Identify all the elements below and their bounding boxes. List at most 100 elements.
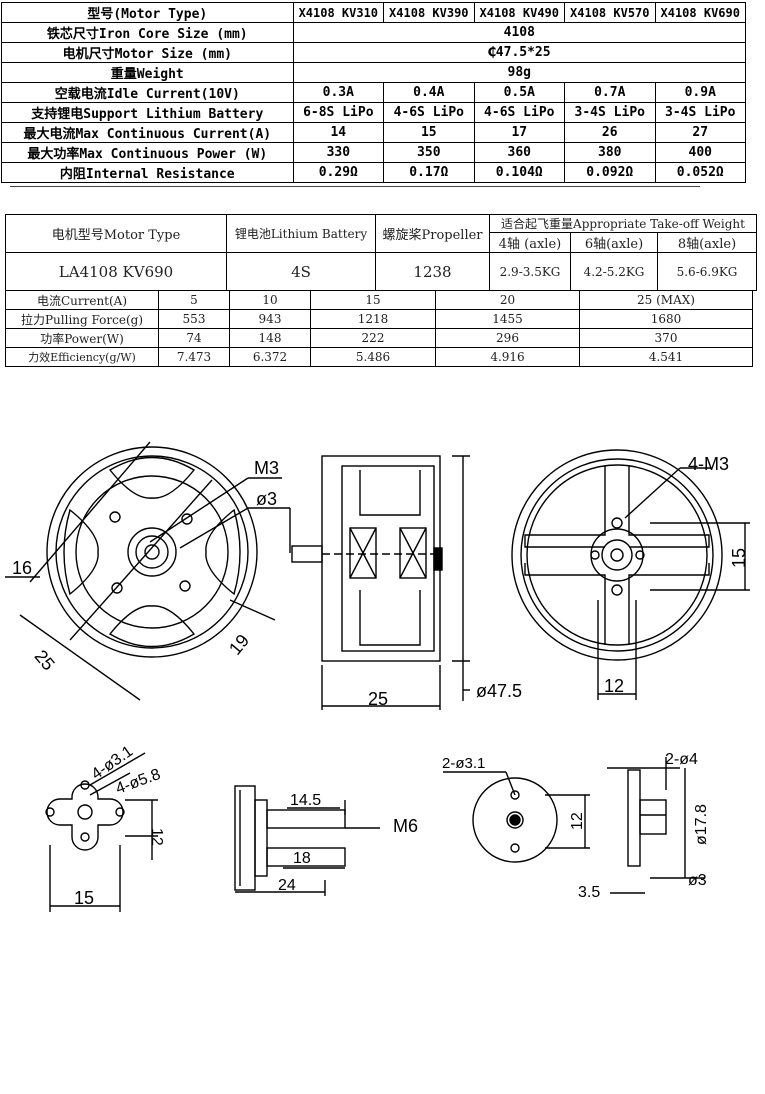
adapter-35-label: 3.5: [578, 884, 600, 901]
cell: 1455: [435, 309, 580, 329]
shaft-24-label: 24: [278, 877, 296, 894]
cell: 5: [158, 290, 230, 310]
front-phi3-label: ø3: [256, 489, 277, 509]
idle-current-value: 0.7A: [564, 82, 656, 103]
resistance-value: 0.29Ω: [292, 162, 385, 183]
cell: 222: [310, 328, 436, 348]
shaft-m6-label: M6: [393, 816, 418, 836]
axle-header: 8轴(axle): [657, 232, 757, 253]
weight-row: 重量Weight 98g: [1, 62, 747, 83]
max-power-label: 最大功率Max Continuous Power (W): [1, 142, 294, 163]
cell: 5.486: [310, 347, 436, 367]
max-current-value: 14: [292, 122, 385, 143]
shaft-145-label: 14.5: [290, 792, 321, 809]
resistance-value: 0.052Ω: [654, 162, 746, 183]
idle-current-value: 0.9A: [654, 82, 746, 103]
front-m3-label: M3: [254, 458, 279, 478]
shaft-adapter-drawing: [234, 785, 380, 896]
side-phi-label: ø47.5: [476, 681, 522, 701]
battery-value: 4-6S LiPo: [383, 102, 475, 123]
resistance-row: 内阻Internal Resistance 0.29Ω 0.17Ω 0.104Ω…: [1, 162, 746, 183]
battery-value: 4S: [226, 252, 376, 291]
iron-core-label: 铁芯尺寸Iron Core Size (mm): [1, 22, 294, 43]
performance-header-table: 电机型号Motor Type 锂电池Lithium Battery 螺旋桨Pro…: [5, 214, 757, 291]
battery-label: 支持锂电Support Lithium Battery: [1, 102, 294, 123]
back-view-drawing: [511, 449, 750, 700]
propeller-value: 1238: [375, 252, 490, 291]
max-power-value: 400: [654, 142, 746, 163]
power-row: 功率Power(W) 74 148 222 296 370: [5, 328, 753, 348]
back-15-label: 15: [729, 548, 749, 568]
idle-current-value: 0.4A: [383, 82, 475, 103]
side-25-label: 25: [368, 689, 388, 709]
perf-header-row: 电机型号Motor Type 锂电池Lithium Battery 螺旋桨Pro…: [5, 214, 757, 253]
takeoff-value: 2.9-3.5KG: [489, 252, 571, 291]
front-19-label: 19: [225, 630, 253, 658]
cell: 6.372: [229, 347, 311, 367]
max-current-value: 15: [383, 122, 475, 143]
axle-header: 4轴 (axle): [489, 232, 571, 253]
spec-header-row: 型号(Motor Type) X4108 KV310 X4108 KV390 X…: [1, 2, 746, 23]
max-power-value: 360: [473, 142, 566, 163]
perf-values-row: LA4108 KV690 4S 1238 2.9-3.5KG 4.2-5.2KG…: [5, 252, 757, 291]
battery-header: 锂电池Lithium Battery: [226, 214, 376, 253]
battery-value: 3-4S LiPo: [564, 102, 656, 123]
motor-size-value: ₵47.5*25: [292, 42, 747, 63]
side-view-drawing: [291, 455, 470, 710]
mount-15-label: 15: [74, 888, 94, 908]
resistance-value: 0.17Ω: [383, 162, 475, 183]
idle-current-value: 0.3A: [292, 82, 385, 103]
back-12-label: 12: [604, 676, 624, 696]
idle-current-row: 空载电流Idle Current(10V) 0.3A 0.4A 0.5A 0.7…: [1, 82, 746, 103]
propeller-header: 螺旋桨Propeller: [375, 214, 490, 253]
pulling-force-row: 拉力Pulling Force(g) 553 943 1218 1455 168…: [5, 309, 753, 329]
cell: 10: [229, 290, 311, 310]
adapter-2phi31-label: 2-ø3.1: [442, 755, 485, 772]
model-name: X4108 KV690: [654, 2, 746, 23]
cell: 15: [310, 290, 436, 310]
cell: 943: [229, 309, 311, 329]
adapter-phi178-label: ø17.8: [693, 804, 710, 845]
resistance-value: 0.092Ω: [564, 162, 656, 183]
max-current-label: 最大电流Max Continuous Current(A): [1, 122, 294, 143]
cell: 25 (MAX): [579, 290, 753, 310]
spec-table: 型号(Motor Type) X4108 KV310 X4108 KV390 X…: [1, 2, 747, 183]
axle-header: 6轴(axle): [570, 232, 658, 253]
front-25-label: 25: [31, 646, 59, 674]
idle-current-value: 0.5A: [473, 82, 566, 103]
model-name: X4108 KV310: [292, 2, 385, 23]
battery-value: 6-8S LiPo: [292, 102, 385, 123]
row-label: 电流Current(A): [5, 290, 159, 310]
cell: 4.916: [435, 347, 580, 367]
max-power-value: 350: [383, 142, 475, 163]
row-label: 功率Power(W): [5, 328, 159, 348]
front-16-label: 16: [12, 558, 32, 578]
motor-size-row: 电机尺寸Motor Size (mm) ₵47.5*25: [1, 42, 747, 63]
weight-label: 重量Weight: [1, 62, 294, 83]
max-power-value: 330: [292, 142, 385, 163]
mount-12-label: 12: [148, 828, 165, 846]
adapter-12-label: 12: [569, 812, 586, 830]
motor-type-value: LA4108 KV690: [5, 252, 227, 291]
idle-current-label: 空载电流Idle Current(10V): [1, 82, 294, 103]
cell: 148: [229, 328, 311, 348]
cell: 296: [435, 328, 580, 348]
iron-core-row: 铁芯尺寸Iron Core Size (mm) 4108: [1, 22, 747, 43]
mount-plate-drawing: [45, 752, 158, 912]
efficiency-row: 力效Efficiency(g/W) 7.473 6.372 5.486 4.91…: [5, 347, 753, 367]
back-4m3-label: 4-M3: [688, 454, 729, 474]
takeoff-value: 4.2-5.2KG: [570, 252, 658, 291]
max-current-row: 最大电流Max Continuous Current(A) 14 15 17 2…: [1, 122, 746, 143]
model-name: X4108 KV570: [564, 2, 656, 23]
weight-value: 98g: [292, 62, 747, 83]
current-row: 电流Current(A) 5 10 15 20 25 (MAX): [5, 290, 753, 310]
spec-header-label: 型号(Motor Type): [1, 2, 294, 23]
motor-type-header: 电机型号Motor Type: [5, 214, 227, 253]
prop-adapter-front-drawing: [443, 771, 590, 863]
resistance-value: 0.104Ω: [473, 162, 566, 183]
front-view-drawing: [5, 441, 291, 701]
takeoff-weight-header: 适合起飞重量Appropriate Take-off Weight: [489, 214, 757, 233]
adapter-phi3-label: ø3: [688, 872, 707, 889]
shaft-18-label: 18: [293, 850, 311, 867]
cell: 4.541: [579, 347, 753, 367]
